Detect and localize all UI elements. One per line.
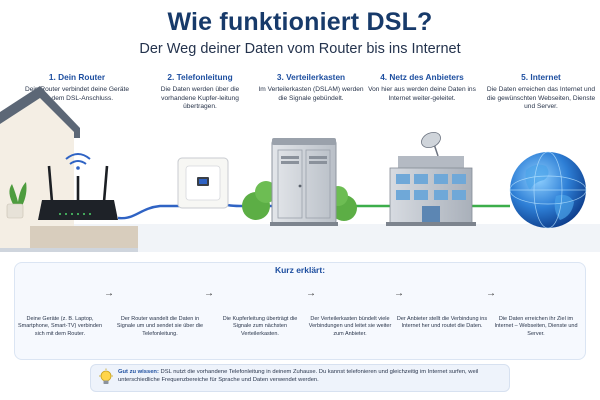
- plant-icon: [6, 182, 27, 219]
- step-title: 3. Verteilerkasten: [276, 72, 346, 82]
- street-cabinet-icon: [270, 138, 338, 226]
- summary-item: Der Anbieter stellt die Verbindung ins I…: [396, 316, 488, 330]
- router-icon: [38, 153, 118, 220]
- step-title: 5. Internet: [521, 72, 561, 82]
- summary-item: Der Router wandelt die Daten in Signale …: [116, 316, 204, 337]
- step-title: 4. Netz des Anbieters: [380, 72, 464, 82]
- step-text: Die Daten werden über die vorhandene Kup…: [160, 86, 240, 111]
- step-text: Dein Router verbindet deine Geräte mit d…: [24, 86, 130, 102]
- arrow-right-icon: →: [486, 288, 496, 299]
- lightbulb-icon: [99, 368, 113, 384]
- phone-socket-icon: [177, 157, 229, 209]
- step-provider: 4. Netz des Anbieters Von hier aus werde…: [367, 72, 477, 103]
- arrow-right-icon: →: [306, 288, 316, 299]
- summary-item: Deine Geräte (z. B. Laptop, Smartphone, …: [17, 316, 103, 337]
- tip-text: Gut zu wissen: DSL nutzt die vorhandene …: [118, 368, 502, 385]
- step-internet: 5. Internet Die Daten erreichen das Inte…: [486, 72, 596, 112]
- summary-title: Kurz erklärt:: [274, 265, 326, 275]
- summary-panel: [14, 262, 586, 360]
- step-router: 1. Dein Router Dein Router verbindet dei…: [22, 72, 132, 103]
- step-title: 2. Telefonleitung: [167, 72, 233, 82]
- arrow-right-icon: →: [104, 288, 114, 299]
- step-text: Von hier aus werden deine Daten ins Inte…: [368, 86, 476, 102]
- house-icon: [0, 86, 138, 252]
- step-cabinet: 3. Verteilerkasten Im Verteilerkasten (D…: [256, 72, 366, 103]
- arrow-right-icon: →: [394, 288, 404, 299]
- arrow-right-icon: →: [204, 288, 214, 299]
- page-subtitle: Der Weg deiner Daten vom Router bis ins …: [139, 41, 461, 57]
- tip-label: Gut zu wissen:: [118, 369, 159, 375]
- globe-icon: [509, 151, 587, 229]
- step-text: Im Verteilerkasten (DSLAM) werden die Si…: [258, 86, 364, 102]
- summary-item: Der Verteilerkasten bündelt viele Verbin…: [308, 316, 392, 337]
- step-text: Die Daten erreichen das Internet und die…: [486, 86, 596, 111]
- tip-body: DSL nutzt die vorhandene Telefonleitung …: [118, 369, 479, 384]
- provider-building-icon: [386, 131, 476, 226]
- step-title: 1. Dein Router: [48, 72, 106, 82]
- step-phone-line: 2. Telefonleitung Die Daten werden über …: [145, 72, 255, 112]
- summary-item: Die Daten erreichen ihr Ziel im Internet…: [494, 316, 578, 337]
- tip-box: [90, 364, 510, 392]
- summary-item: Die Kupferleitung überträgt die Signale …: [222, 316, 298, 337]
- page-title: Wie funktioniert DSL?: [167, 8, 433, 36]
